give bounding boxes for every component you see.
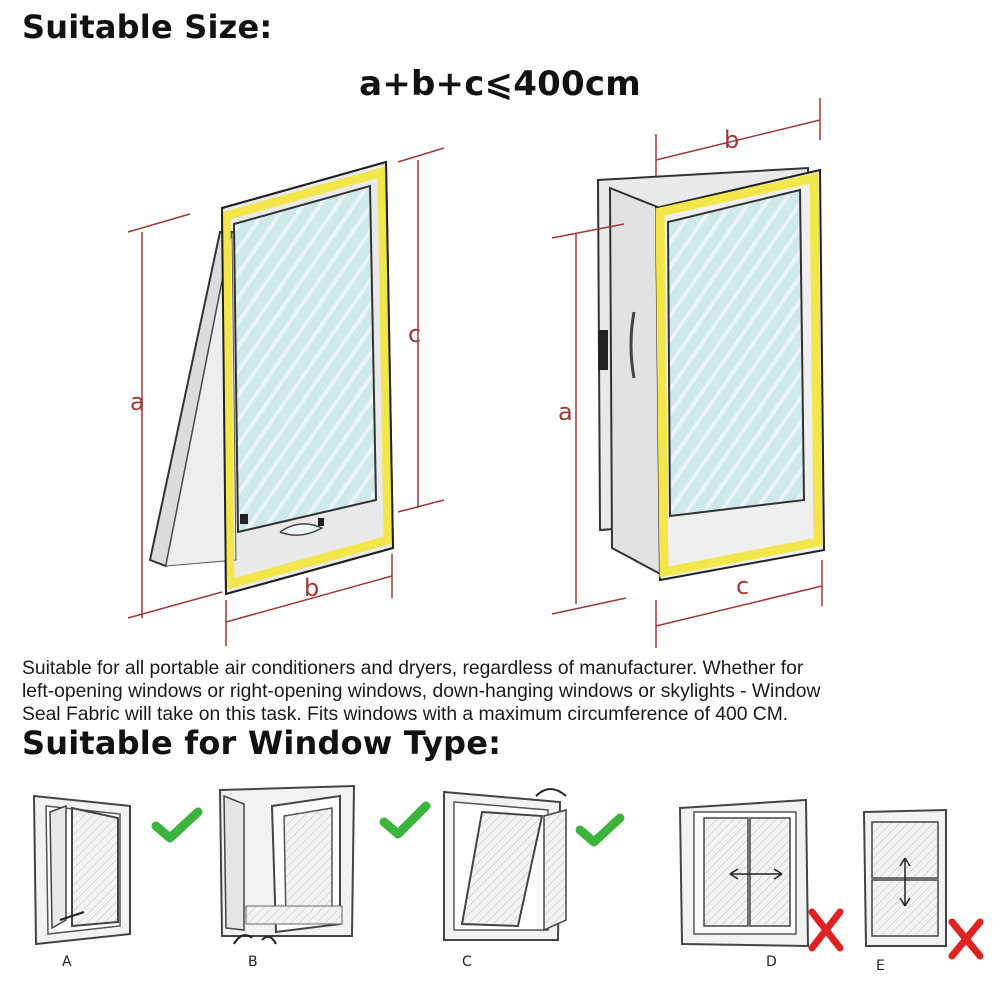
description-line: Seal Fabric will take on this task. Fits… — [22, 704, 789, 725]
window-diagram-top-hung: a c b — [127, 147, 445, 646]
page-title: Suitable Size: — [22, 8, 273, 46]
cross-mark-icon — [948, 918, 984, 960]
window-type-label: C — [462, 954, 472, 970]
dimension-lines-left — [127, 147, 445, 646]
dim-label-c: c — [408, 320, 421, 348]
description: Suitable for all portable air conditione… — [22, 657, 992, 726]
description-line: left-opening windows or right-opening wi… — [22, 681, 821, 702]
window-type-b: B — [218, 784, 356, 970]
check-mark-icon — [151, 807, 203, 843]
size-formula: a+b+c⩽400cm — [359, 64, 641, 104]
cross-mark-icon — [808, 908, 844, 952]
glass-pane — [232, 184, 378, 534]
dim-label-a: a — [558, 398, 573, 426]
zipper-opening — [279, 523, 324, 536]
window-type-label: B — [248, 954, 258, 970]
description-line: Suitable for all portable air conditione… — [22, 658, 804, 679]
seal-band — [655, 172, 823, 578]
glass-pane — [666, 188, 806, 518]
dim-label-b: b — [304, 574, 319, 602]
dim-label-a: a — [130, 388, 145, 416]
window-type-d: D — [678, 798, 810, 970]
window-type-label: A — [62, 954, 72, 970]
section-title: Suitable for Window Type: — [22, 724, 502, 762]
window-type-c: C — [443, 788, 567, 970]
seal-band — [221, 166, 393, 590]
window-type-e: E — [862, 808, 947, 974]
check-mark-icon — [379, 801, 431, 839]
check-mark-icon — [575, 813, 625, 847]
window-type-label: E — [876, 958, 885, 974]
window-diagram-side-hung: a b c — [551, 98, 826, 648]
dim-label-c: c — [736, 572, 749, 600]
window-type-label: D — [766, 954, 777, 970]
window-type-a: A — [32, 794, 131, 970]
dimension-lines-right — [551, 98, 823, 648]
dim-label-b: b — [724, 126, 739, 154]
